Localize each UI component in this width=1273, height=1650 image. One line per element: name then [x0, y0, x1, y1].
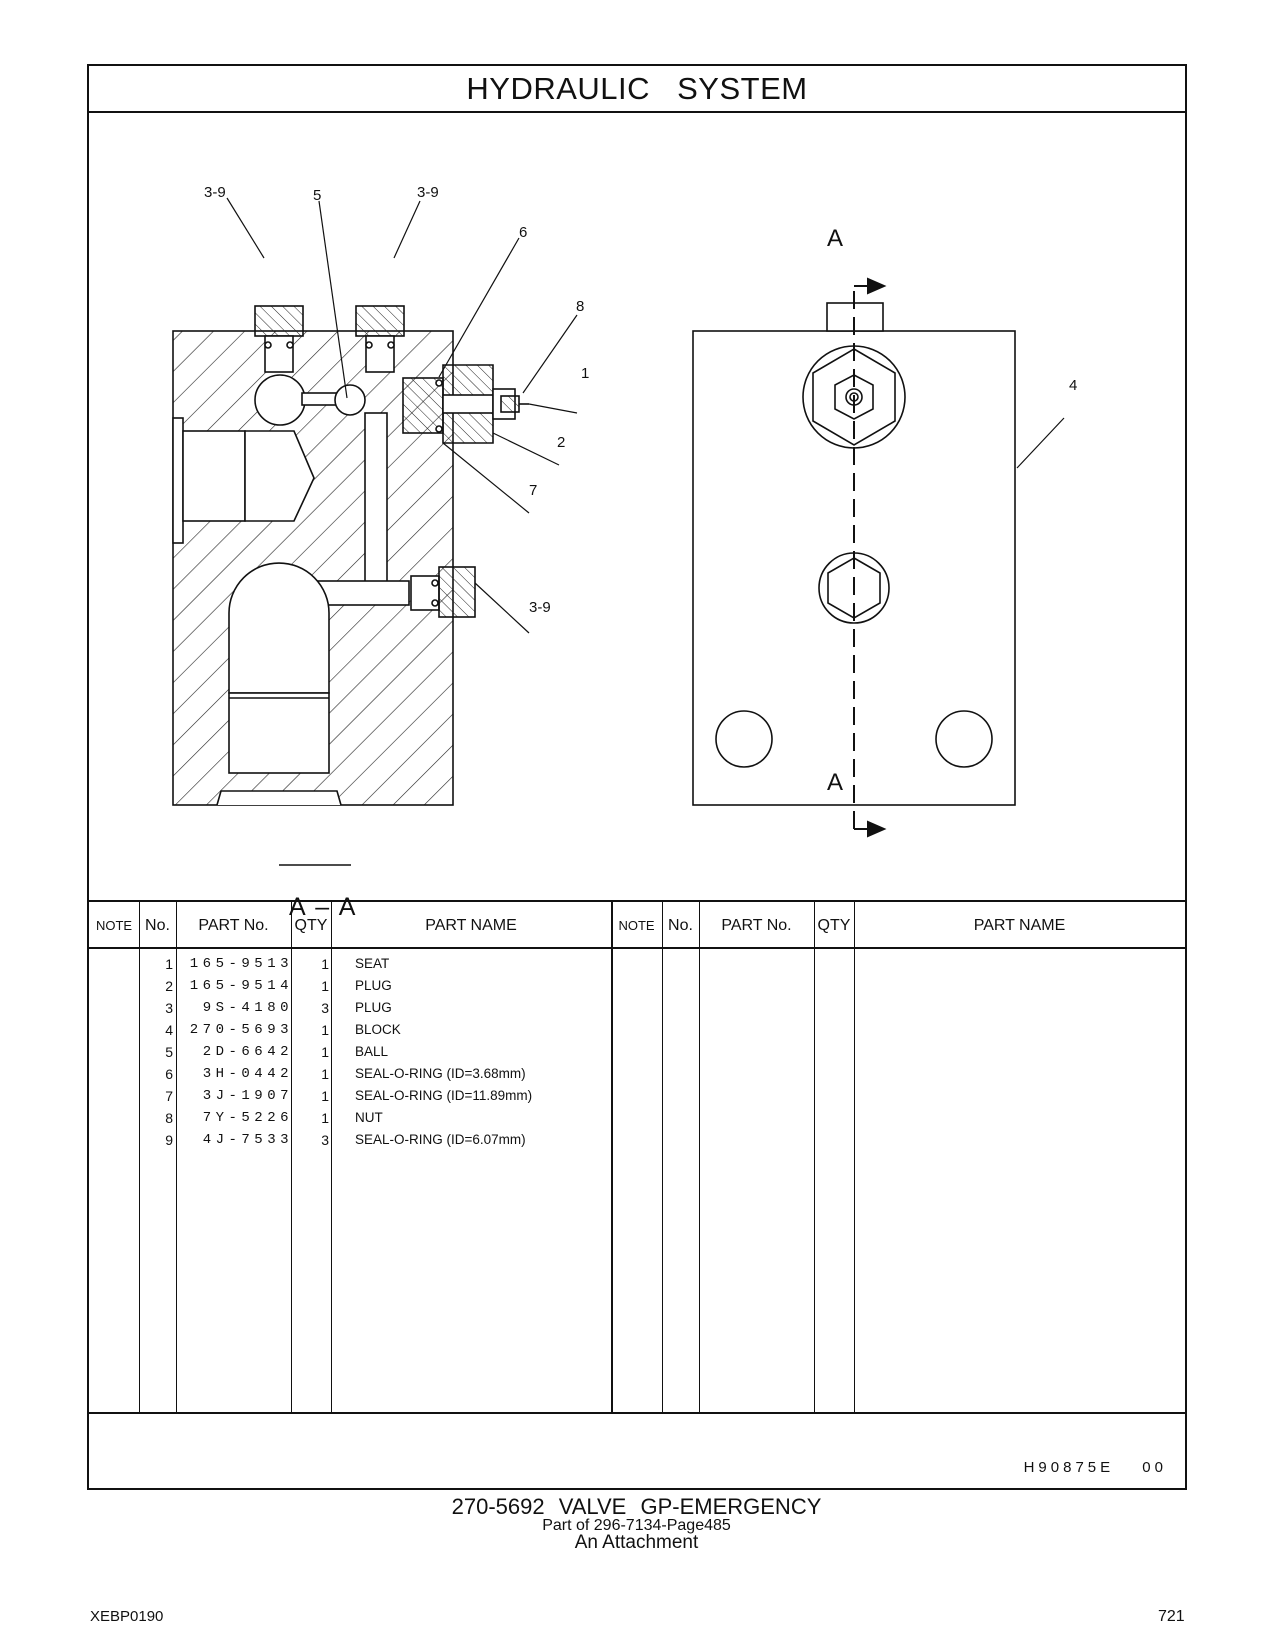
header-part-name-2: PART NAME [973, 916, 1066, 934]
parts-frame: HYDRAULIC SYSTEM [87, 64, 1187, 1490]
exploded-drawing: 3-9 5 3-9 6 8 1 2 7 3-9 4 A A A – A [89, 113, 1185, 921]
caption-subtitle: Part of 296-7134-Page485 [542, 1517, 731, 1534]
caption-title: 270-5692 VALVE GP-EMERGENCY [451, 1494, 822, 1519]
callout-6: 6 [519, 224, 528, 241]
callout-2: 2 [557, 434, 566, 451]
valve-diagram [172, 197, 1065, 866]
header-part-no: PART No. [198, 916, 269, 934]
header-note-2: NOTE [618, 918, 655, 933]
section-title: HYDRAULIC SYSTEM [89, 66, 1185, 113]
callout-3-9-b: 3-9 [417, 184, 439, 201]
header-no: No. [145, 916, 170, 934]
header-qty-2: QTY [817, 916, 851, 934]
header-qty: QTY [294, 916, 328, 934]
section-label: A – A [289, 893, 358, 921]
header-note: NOTE [95, 918, 133, 933]
callout-8: 8 [576, 298, 585, 315]
header-part-no-2: PART No. [721, 916, 792, 934]
caption-note: An Attachment [574, 1532, 699, 1553]
section-mark-bottom: A [827, 769, 844, 796]
document-code: XEBP0190 [90, 1608, 164, 1625]
caption: 270-5692 VALVE GP-EMERGENCY Part of 296-… [0, 1494, 1273, 1553]
callout-3-9-a: 3-9 [204, 184, 226, 201]
table-header: NOTE No. PART No. QTY PART NAME NOTE No.… [89, 902, 1185, 949]
callout-3-9-c: 3-9 [529, 599, 551, 616]
page-number: 721 [1158, 1608, 1185, 1625]
callout-5: 5 [313, 187, 322, 204]
section-mark-top: A [827, 225, 844, 252]
drawing-footer: H90875E 00 [89, 1412, 1185, 1490]
callout-1: 1 [581, 365, 590, 382]
drawing-code: H90875E 00 [1023, 1459, 1167, 1476]
parts-table: NOTE No. PART No. QTY PART NAME NOTE No.… [89, 900, 1185, 1412]
callout-4: 4 [1069, 377, 1078, 394]
header-no-2: No. [668, 916, 693, 934]
header-part-name: PART NAME [425, 916, 517, 934]
leader-lines [226, 197, 1065, 634]
section-view [172, 305, 529, 806]
callout-7: 7 [529, 482, 538, 499]
